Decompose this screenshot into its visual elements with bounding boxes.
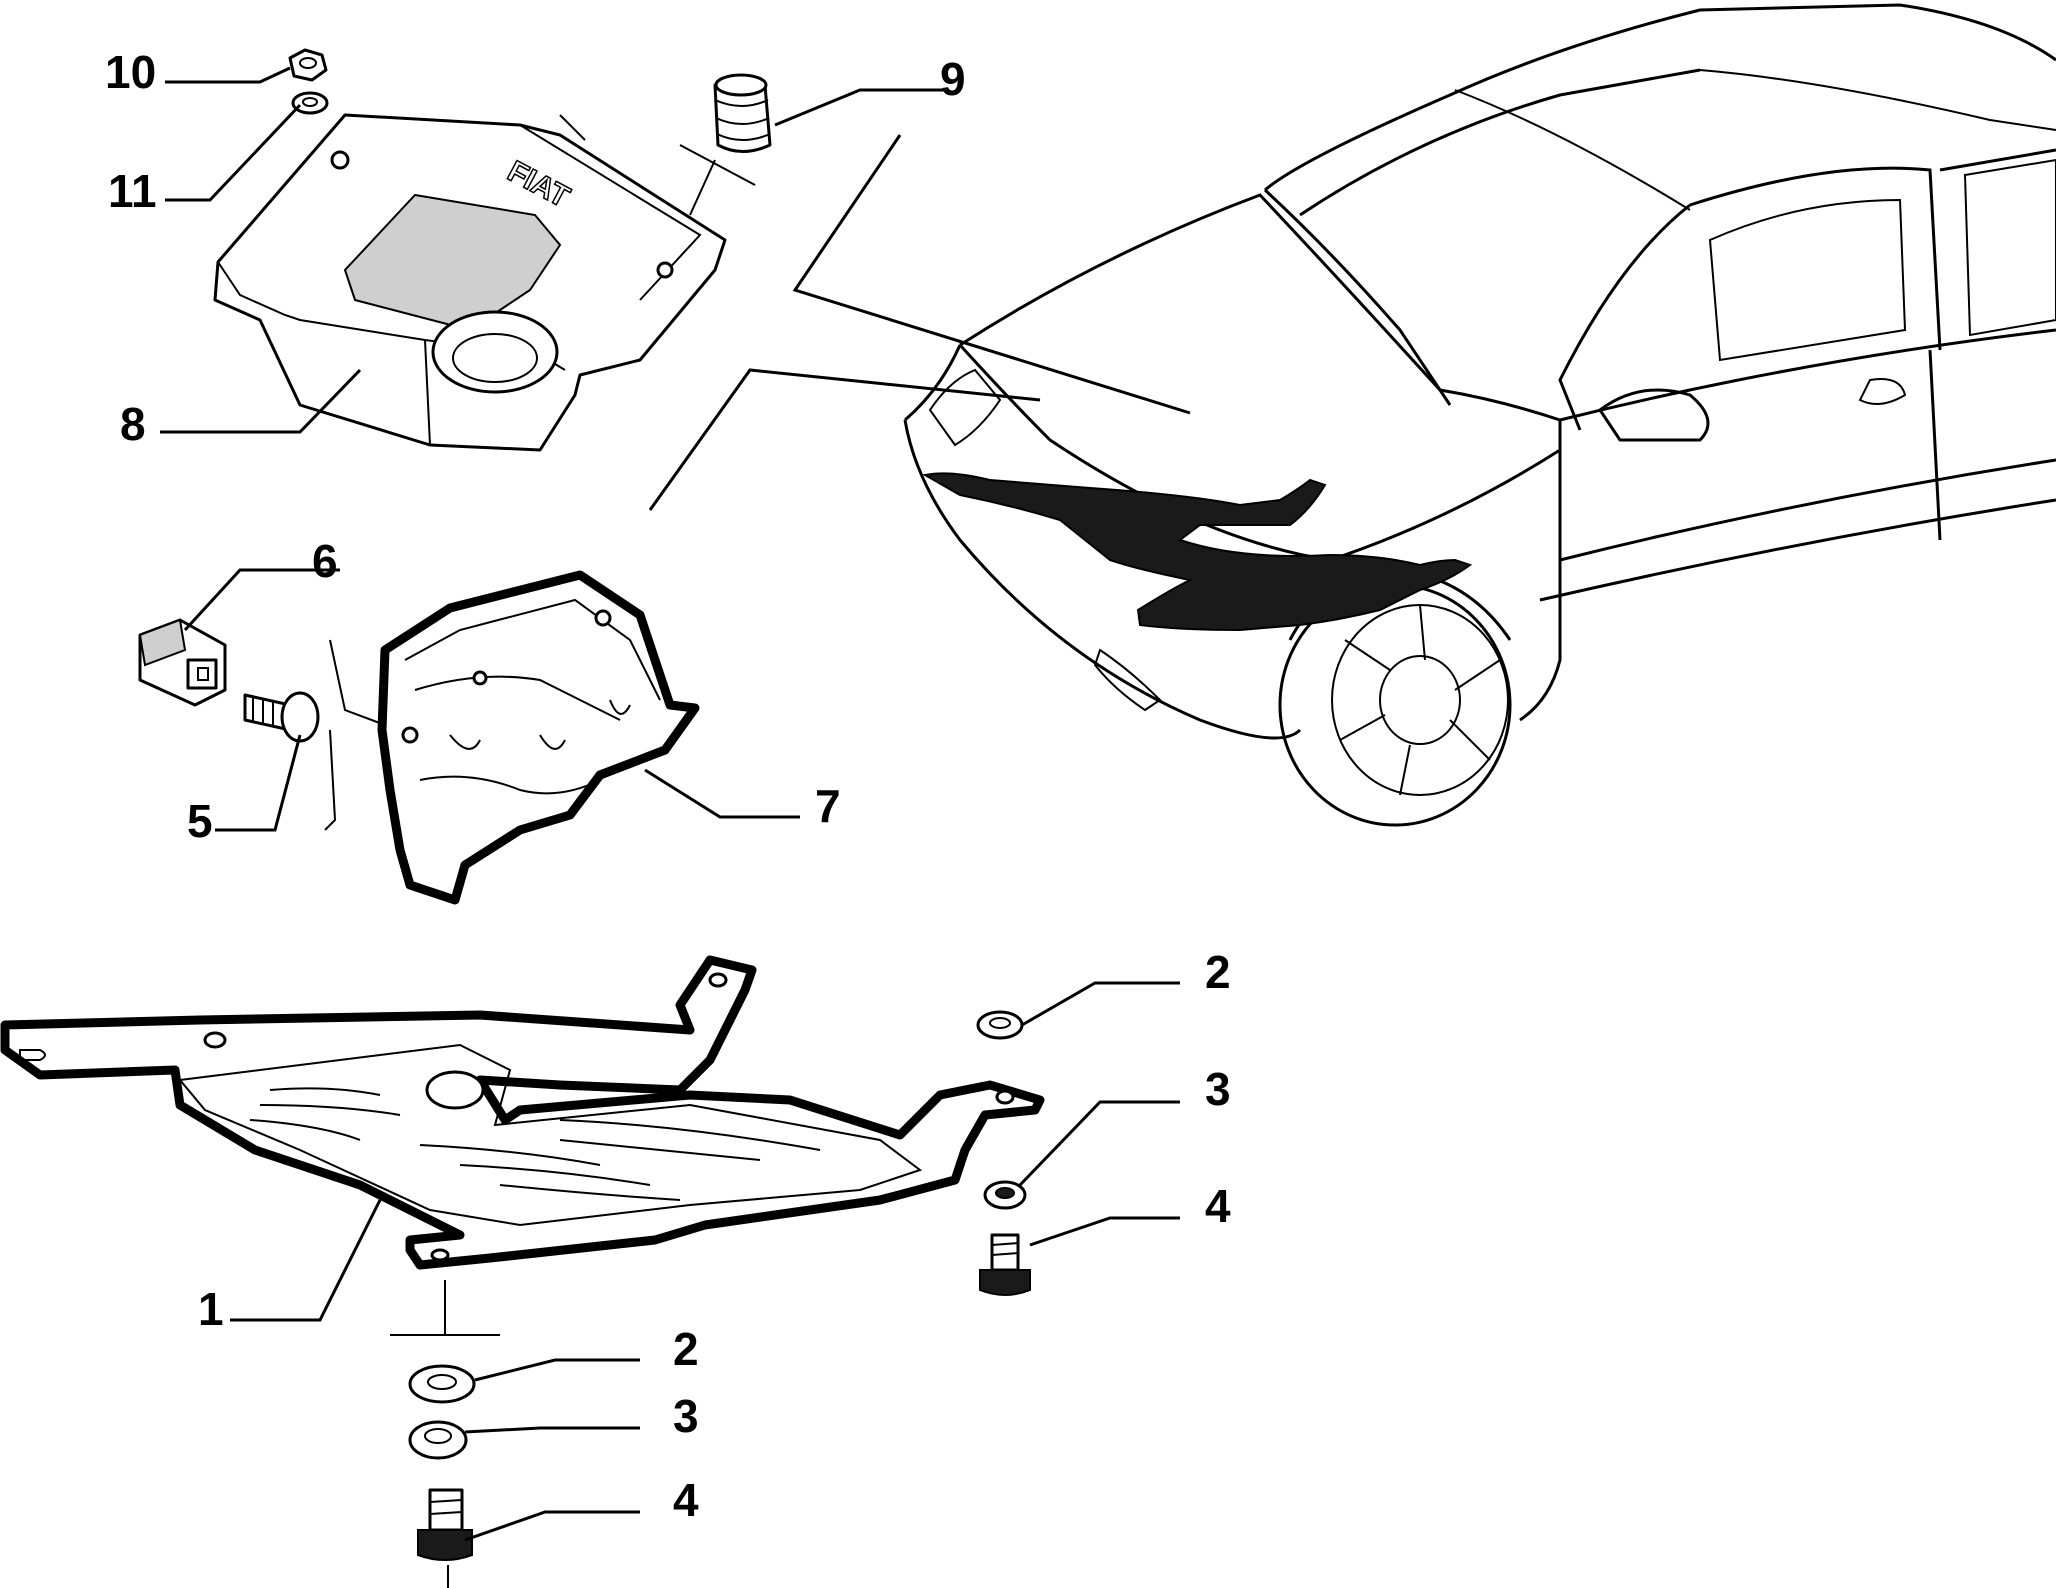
car-outline [648,3,2056,827]
callout-5: 5 [187,795,213,847]
screw-part-5 [243,691,320,743]
callout-3-right: 3 [1205,1063,1231,1115]
callout-2-right: 2 [1205,946,1231,998]
lower-shield-part-1 [0,955,1045,1270]
nut-part-10 [288,48,328,82]
engine-cover-part-8: FIAT [213,113,727,452]
washer-part-11 [291,91,329,115]
lock-washer-part-3-right [983,1180,1027,1210]
callout-7: 7 [815,780,841,832]
clip-part-6 [138,618,227,707]
callout-labels: 10 11 9 8 6 5 7 2 3 4 1 2 3 4 [105,46,1231,1526]
side-panel-part-7 [377,570,700,905]
underhood-shield-silhouette [922,472,1473,632]
washer-part-2-bottom [408,1364,476,1404]
callout-11: 11 [108,165,157,217]
callout-4-bottom: 4 [673,1474,699,1526]
bolt-part-4-bottom [417,1488,473,1561]
callout-3-bottom: 3 [673,1390,699,1442]
callout-8: 8 [120,398,146,450]
bolt-part-4-right [979,1233,1031,1296]
callout-9: 9 [940,53,966,105]
leader-lines [160,66,1180,1542]
lock-washer-part-3-bottom [408,1420,468,1460]
rubber-buffer-part-9 [713,73,772,153]
washer-part-2-right [976,1010,1024,1040]
callout-1: 1 [198,1283,224,1335]
callout-6: 6 [312,535,338,587]
callout-2-bottom: 2 [673,1323,699,1375]
callout-4-right: 4 [1205,1180,1231,1232]
callout-10: 10 [105,46,156,98]
